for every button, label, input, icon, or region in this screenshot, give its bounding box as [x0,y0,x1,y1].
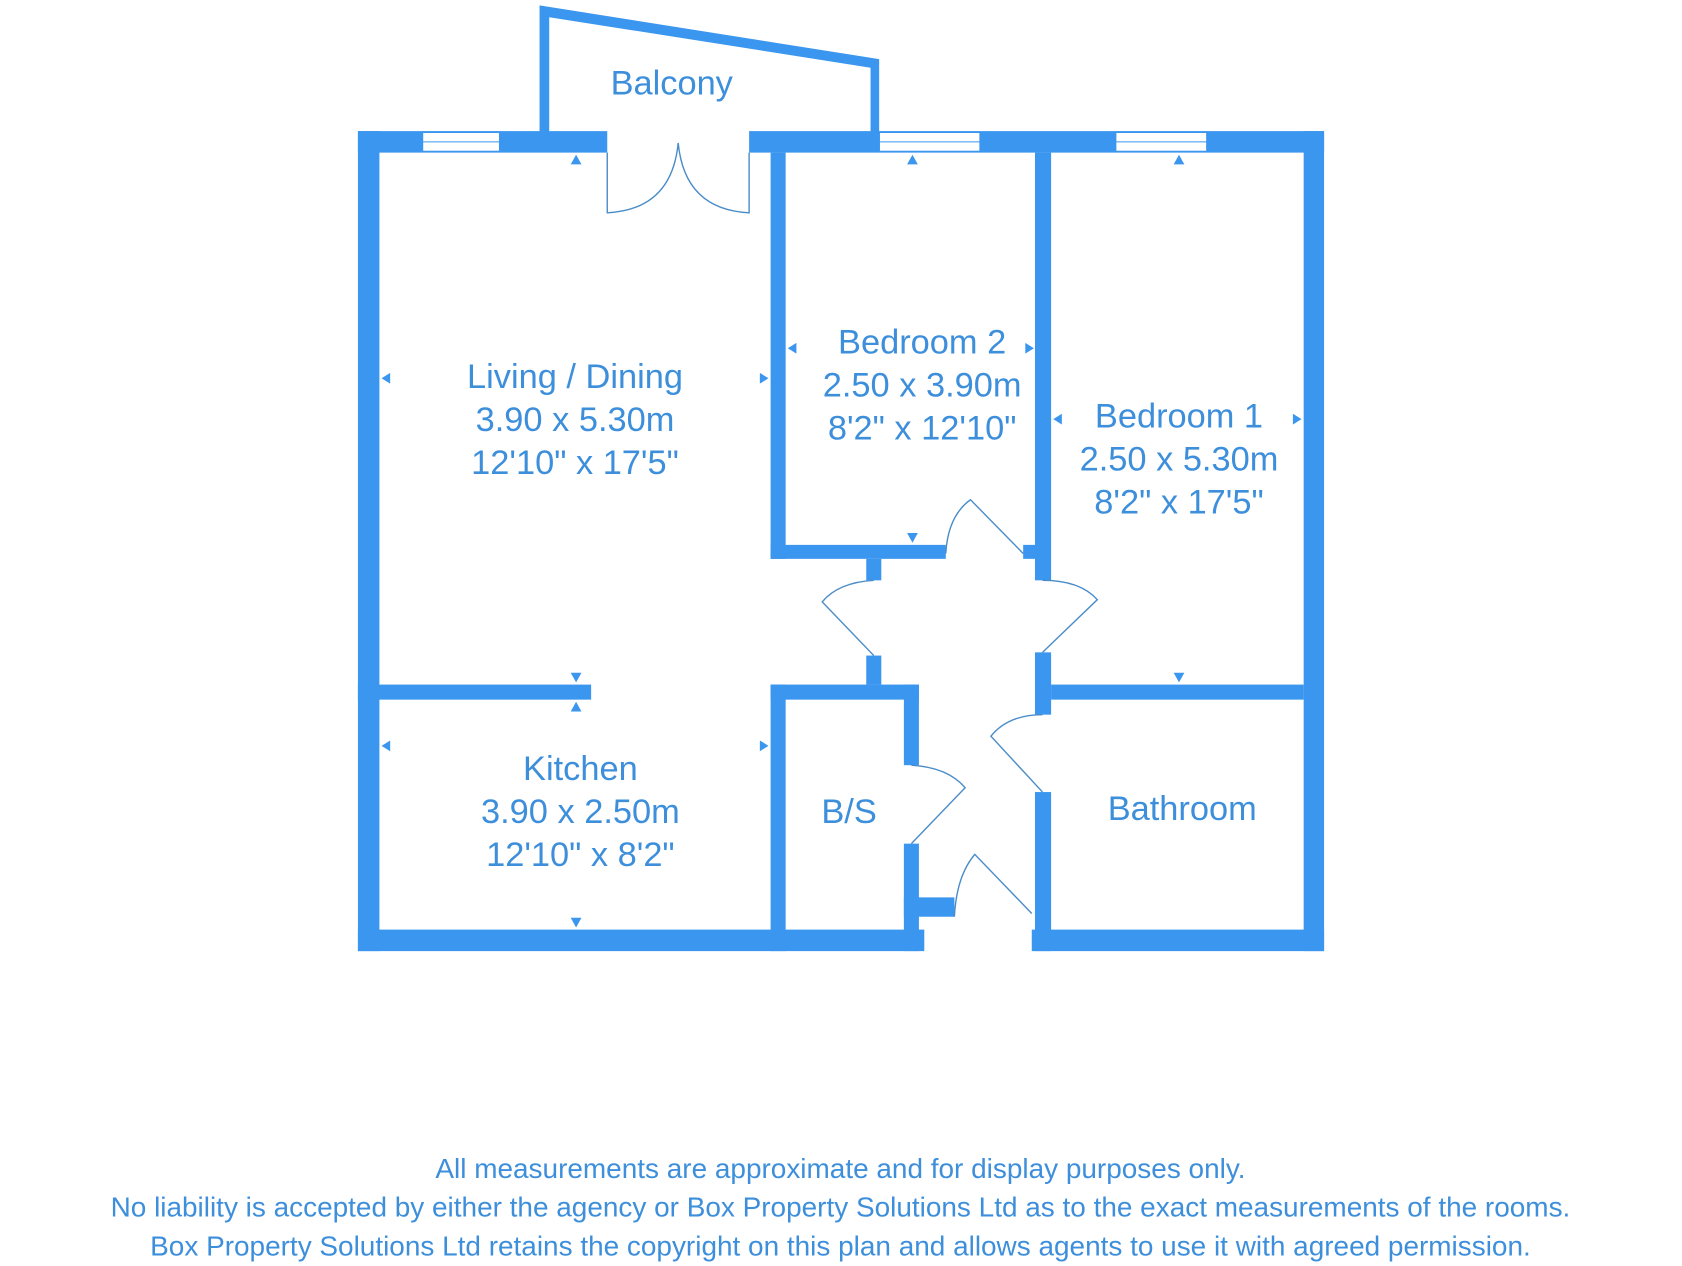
room-name-balcony: Balcony [611,65,734,103]
room-name-bedroom1: Bedroom 1 [1095,398,1263,436]
disclaimer-line: All measurements are approximate and for… [435,1153,1245,1184]
disclaimer-line: Box Property Solutions Ltd retains the c… [150,1230,1531,1261]
measurement-arrows [381,154,1302,928]
disclaimer-line: No liability is accepted by either the a… [111,1192,1571,1223]
living-door [821,579,875,657]
entrance-door [953,853,1033,917]
balcony-wall [539,5,880,134]
room-name-kitchen: Kitchen [523,750,638,788]
bathroom-door [990,713,1044,793]
room-imperial-bedroom1: 8'2" x 17'5" [1094,484,1263,522]
bedroom2-door [945,498,1024,554]
room-name-bs: B/S [821,793,876,831]
room-imperial-kitchen: 12'10" x 8'2" [486,836,675,874]
window [1114,131,1208,153]
room-name-bathroom: Bathroom [1108,790,1257,828]
balcony-door [606,142,750,214]
room-metric-bedroom2: 2.50 x 3.90m [823,367,1022,405]
room-imperial-living: 12'10" x 17'5" [471,444,679,482]
window [421,131,501,153]
room-metric-bedroom1: 2.50 x 5.30m [1080,441,1279,479]
room-metric-kitchen: 3.90 x 2.50m [481,793,680,831]
bedroom1-door [1042,579,1099,653]
room-imperial-bedroom2: 8'2" x 12'10" [828,410,1017,448]
room-name-bedroom2: Bedroom 2 [838,324,1006,362]
window [878,131,981,153]
room-name-living: Living / Dining [467,358,683,396]
room-metric-living: 3.90 x 5.30m [476,401,675,439]
bs-door [910,764,967,845]
